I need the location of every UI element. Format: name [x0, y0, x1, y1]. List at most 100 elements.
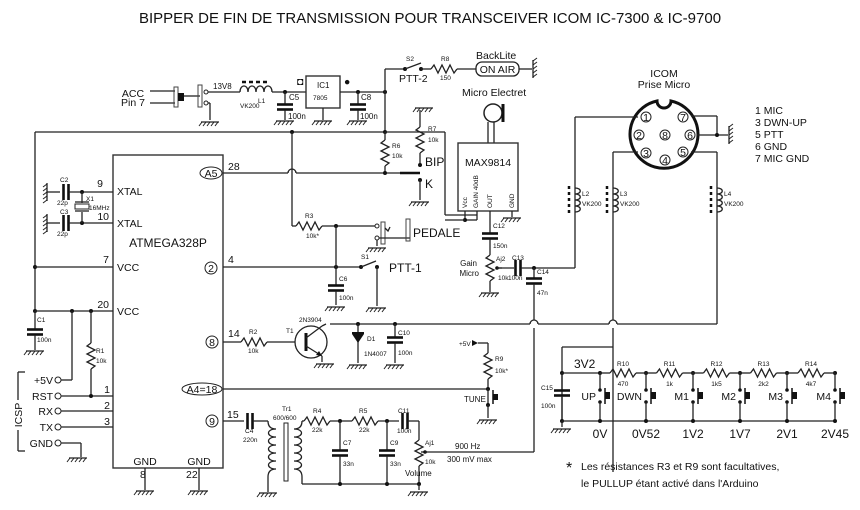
- d1-value: 1N4007: [364, 351, 387, 358]
- r2-value: 10k: [248, 348, 259, 355]
- s2-ref: S2: [406, 56, 414, 63]
- page-title: BIPPER DE FIN DE TRANSMISSION POUR TRANS…: [139, 10, 721, 27]
- keypad-voltage-label: 1V7: [729, 427, 751, 441]
- connector-pin-6: 6: [687, 130, 693, 142]
- d1-ref: D1: [367, 336, 376, 343]
- keypad-button-label: M2: [721, 391, 736, 403]
- keypad-button-m3[interactable]: M3: [768, 371, 797, 423]
- diode-d1-icon: [352, 332, 364, 343]
- amp-pin-vcc: Vcc: [462, 196, 469, 208]
- pin-a4-tag: A4=18: [187, 384, 218, 396]
- c6-ref: C6: [339, 276, 348, 283]
- l2-ref: L2: [582, 191, 590, 198]
- key-section: R6 10k R7 10k BIP K: [223, 107, 444, 226]
- c4-value: 220n: [243, 437, 258, 444]
- t1-ref: T1: [286, 328, 294, 335]
- l4-value: VK200: [724, 201, 744, 208]
- resistor-ref: R11: [664, 361, 676, 368]
- resistor-ref: R13: [758, 361, 770, 368]
- r9-ref: R9: [495, 356, 504, 363]
- connector-pin-4: 4: [662, 155, 668, 167]
- pin-4-num: 4: [228, 254, 234, 266]
- amp-pin-gain: GAIN 40dB: [473, 175, 480, 208]
- keypad-button-label: M4: [816, 391, 831, 403]
- keypad-button-dwn[interactable]: DWN: [617, 371, 656, 423]
- gnd-pin-8-name: GND: [133, 456, 157, 468]
- c11-value: 100n: [397, 428, 412, 435]
- electret-mic-icon: [483, 103, 505, 143]
- mic-section: Micro Electret MAX9814 Vcc GAIN 40dB OUT…: [445, 87, 575, 425]
- r3-value: 10k*: [306, 233, 319, 240]
- r4-ref: R4: [313, 408, 322, 415]
- resistor-ref: R14: [805, 361, 817, 368]
- resistor-r10: R10 470: [600, 361, 646, 388]
- transformer-tr1-icon: [256, 420, 303, 498]
- crystal-section: C2 22p C3 22p X1 16MHz: [42, 177, 113, 238]
- max9814-label: MAX9814: [465, 157, 511, 169]
- footnote-line-1: Les résistances R3 et R9 sont facultativ…: [581, 461, 779, 473]
- aj2-value: 10k: [498, 275, 509, 282]
- aj1-label: Volume: [405, 469, 432, 478]
- resistor-value: 470: [618, 381, 629, 388]
- icsp-pin-rx[interactable]: RX: [38, 406, 53, 418]
- gnd-pin-8-num: 8: [140, 469, 146, 481]
- aj2-ref: Aj2: [496, 256, 506, 263]
- pedal-label: PEDALE: [413, 226, 460, 240]
- choke-l3-icon: [605, 186, 619, 214]
- choke-l1-icon: [239, 80, 273, 93]
- footnote-star: *: [566, 460, 572, 477]
- c3-ref: C3: [60, 209, 69, 216]
- c6-value: 100n: [339, 295, 354, 302]
- vcc-icsp-section: C1 100n R1 10k ICSP +5V RST RX TX GND: [13, 265, 113, 463]
- c14-value: 47n: [537, 290, 548, 297]
- audio-frequency: 900 Hz: [455, 442, 480, 451]
- connector-pin-8: 8: [662, 130, 668, 142]
- icsp-pin-gnd[interactable]: GND: [30, 438, 54, 450]
- c3-value: 22p: [57, 231, 68, 238]
- transistor-t1-icon: [294, 323, 335, 369]
- connector-title-1: ICOM: [650, 68, 677, 80]
- c13-ref: C13: [512, 255, 524, 262]
- pin-10-num: 10: [97, 211, 109, 223]
- pin-d2-tag: 2: [208, 263, 214, 275]
- keypad-button-label: M3: [768, 391, 783, 403]
- tune-section: +5V R9 10k* TUNE: [223, 340, 508, 425]
- icsp-pin-rst[interactable]: RST: [32, 391, 54, 403]
- r6-value: 10k: [392, 153, 403, 160]
- pin-legend-4: 6 GND: [755, 141, 788, 153]
- keypad-button-label: M1: [674, 391, 689, 403]
- connector-pin-1: 1: [643, 112, 649, 124]
- l1-value: VK200: [240, 103, 260, 110]
- c9-value: 33n: [390, 461, 401, 468]
- c15-ref: C15: [541, 385, 553, 392]
- r5-ref: R5: [359, 408, 368, 415]
- icsp-pin-5v[interactable]: +5V: [34, 375, 53, 387]
- pin-20-num: 20: [97, 299, 109, 311]
- r7-ref: R7: [428, 126, 437, 133]
- keypad-supply: 3V2: [574, 357, 596, 371]
- tr1-ref: Tr1: [282, 406, 292, 413]
- connector-pin-3: 3: [643, 148, 649, 160]
- keypad-button-m4[interactable]: M4: [816, 371, 845, 423]
- icsp-pin-tx[interactable]: TX: [40, 422, 53, 434]
- audio-section: C4 220n Tr1 600/600 R4 22k C7 33n R5 22k: [223, 406, 535, 498]
- connector-pin-2: 2: [636, 130, 642, 142]
- c9-ref: C9: [390, 440, 399, 447]
- pin-20-name: VCC: [117, 306, 140, 318]
- c7-value: 33n: [343, 461, 354, 468]
- keypad-button-m2[interactable]: M2: [721, 371, 750, 423]
- keypad-button-up[interactable]: UP: [581, 371, 610, 423]
- c10-ref: C10: [398, 330, 410, 337]
- supply-voltage-label: 13V8: [213, 82, 232, 91]
- tune-button-icon[interactable]: [486, 389, 498, 407]
- pin-legend-2: 3 DWN-UP: [755, 117, 807, 129]
- c12-ref: C12: [493, 223, 505, 230]
- c1-ref: C1: [37, 317, 46, 324]
- r1-value: 10k: [96, 358, 107, 365]
- keypad-button-m1[interactable]: M1: [674, 371, 703, 423]
- c13-value: 100n: [508, 275, 523, 282]
- resistor-ref: R10: [617, 361, 629, 368]
